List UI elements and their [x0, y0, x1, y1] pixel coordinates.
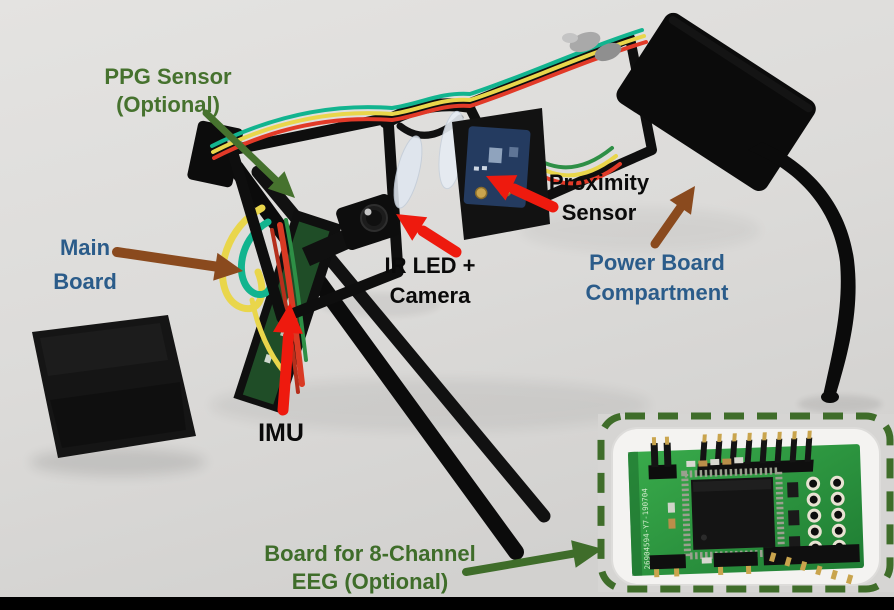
power-board-arrow [650, 186, 695, 249]
ppg-arrow [202, 109, 295, 198]
bottom-black-bar [0, 597, 894, 610]
power-board-label-line1: Power Board [589, 250, 725, 275]
ir-camera-label-line2: Camera [390, 283, 471, 308]
main-board-label-line2: Board [53, 269, 117, 294]
proximity-arrow [486, 175, 559, 213]
smd-resistor-row [686, 457, 744, 468]
pin-headers-bottom [649, 544, 860, 585]
frame-wires [210, 28, 648, 160]
ir-camera-arrow [396, 214, 462, 258]
ppg-label-line2: (Optional) [116, 92, 220, 117]
pcb-serial-text: 26904594-Y7-190704 [640, 488, 652, 570]
proximity-label-line2: Sensor [562, 200, 637, 225]
proximity-label-line1: Proximity [549, 170, 650, 195]
imu-label: IMU [258, 419, 304, 447]
qfp-chip [681, 467, 786, 560]
metal-screws [562, 31, 622, 62]
ir-camera-module [302, 193, 400, 266]
right-temple-tip [821, 391, 839, 403]
eeg-inset: 26904594-Y7-190704 [597, 412, 894, 593]
power-board-label-line2: Compartment [585, 280, 729, 305]
eeg-arrow [462, 540, 603, 576]
pin-header-top-left [648, 436, 677, 480]
eeg-label-line2: EEG (Optional) [292, 569, 448, 594]
ppg-label-line1: PPG Sensor [104, 64, 232, 89]
left-lens [226, 112, 404, 324]
eeg-pcb: 26904594-Y7-190704 [627, 430, 864, 585]
eeg-label-line1: Board for 8-Channel [264, 541, 475, 566]
ir-camera-label-line1: IR LED + [384, 253, 475, 278]
annotation-arrows [112, 109, 695, 576]
imu-arrow [273, 303, 303, 416]
black-pad [32, 315, 196, 458]
through-hole-grid [787, 475, 847, 555]
right-temple [748, 142, 856, 400]
main-board-label-line1: Main [60, 235, 110, 260]
main-board-arrow [112, 247, 243, 281]
proximity-sensor-module [452, 108, 550, 240]
inset-dashed-border [597, 412, 894, 593]
